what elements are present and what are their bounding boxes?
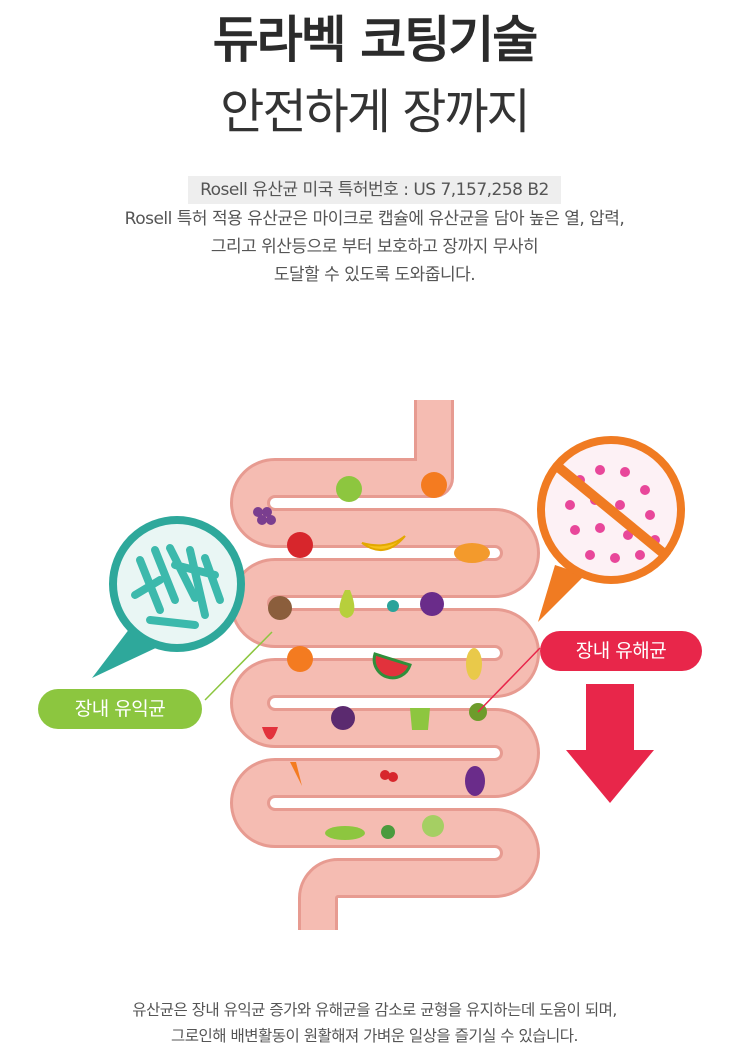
decrease-arrow-icon [566,684,654,803]
description-line: Rosell 특허 적용 유산균은 마이크로 캡슐에 유산균을 담아 높은 열,… [124,209,625,229]
red-apple-icon [287,532,313,558]
peapod-icon [325,826,365,840]
strawberry-icon [262,727,278,740]
carrot-icon [290,762,302,786]
description-line: 도달할 수 있도록 도와줍니다. [273,265,476,285]
good-bacteria-bubble [92,516,245,678]
eggplant-icon [465,766,485,796]
bad-pointer-line [477,647,541,713]
page-subtitle: 안전하게 장까지 [220,84,530,140]
description: Rosell 특허 적용 유산균은 마이크로 캡슐에 유산균을 담아 높은 열,… [0,205,749,289]
eggplant-round-icon [420,592,444,616]
cherry-icon [388,772,398,782]
food-icons [253,472,490,840]
corn-icon [466,648,482,680]
virus-icon [387,600,399,612]
grape-icon [253,507,276,525]
mangosteen-icon [331,706,355,730]
footer-line: 그로인해 배변활동이 원활해져 가벼운 일상을 즐기실 수 있습니다. [171,1027,578,1045]
papaya-icon [454,543,490,563]
cherry-icon [380,770,390,780]
patent-number: Rosell 유산균 미국 특허번호 : US 7,157,258 B2 [188,176,561,204]
cabbage-icon [422,815,444,837]
germ-icon [381,825,395,839]
mushroom-icon [268,596,292,620]
pepper-icon [410,708,430,730]
footer-line: 유산균은 장내 유익균 증가와 유해균을 감소로 균형을 유지하는데 도움이 되… [132,1001,617,1019]
bad-bacteria-label: 장내 유해균 [540,631,702,671]
orange-icon [421,472,447,498]
intestine [230,400,540,930]
pear-icon [339,590,355,618]
page-title: 듀라벡 코팅기술 [212,11,538,69]
banana-icon [361,535,406,551]
rod-bacteria-icon [131,544,224,629]
watermelon-icon [372,652,412,680]
prohibited-slash [553,462,672,561]
description-line: 그리고 위산등으로 부터 보호하고 장까지 무사히 [210,237,539,257]
footer-text: 유산균은 장내 유익균 증가와 유해균을 감소로 균형을 유지하는데 도움이 되… [0,997,749,1049]
good-bacteria-label: 장내 유익균 [38,689,202,729]
intestine-illustration [92,400,685,930]
good-pointer-line [204,631,273,701]
apple-icon [336,476,362,502]
bad-bacteria-bubble [537,436,685,622]
pumpkin-icon [287,646,313,672]
